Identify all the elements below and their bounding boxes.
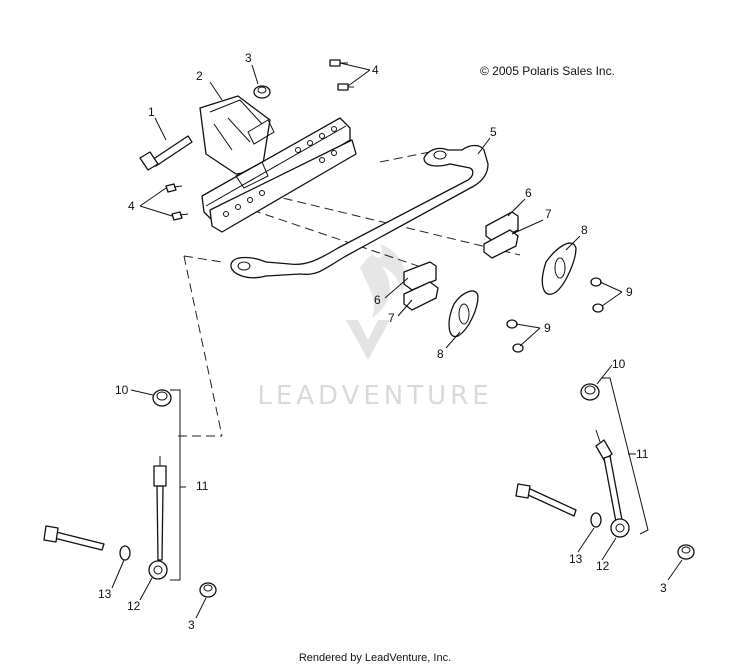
screws-part-4-left <box>165 183 189 221</box>
leadventure-watermark: LEADVENTURE <box>257 244 492 411</box>
callout-3-top: 3 <box>245 51 252 65</box>
footer-rendered-by: Rendered by LeadVenture, Inc. <box>298 652 452 664</box>
callout-8-upper: 8 <box>581 223 588 237</box>
callout-9-middle: 9 <box>544 321 551 335</box>
leader-lines <box>111 62 683 619</box>
callout-10-right: 10 <box>612 357 626 371</box>
bushing-set-middle <box>403 261 524 353</box>
callout-11-left: 11 <box>196 479 209 493</box>
callout-6-middle: 6 <box>374 293 381 307</box>
nut-part-3-top <box>253 85 271 99</box>
callout-5: 5 <box>490 125 497 139</box>
link-assembly-left <box>43 389 217 598</box>
callout-2: 2 <box>196 69 203 83</box>
copyright-text: © 2005 Polaris Sales Inc. <box>480 64 615 78</box>
link-assembly-right <box>515 383 695 560</box>
bolt-part-1 <box>139 135 193 171</box>
callout-9-upper: 9 <box>626 285 633 299</box>
callout-13-left: 13 <box>98 587 112 601</box>
callout-10-left: 10 <box>115 383 129 397</box>
callout-1: 1 <box>148 105 155 119</box>
callout-12-left: 12 <box>127 599 141 613</box>
screws-part-4-top <box>329 59 354 91</box>
callout-6-upper: 6 <box>525 186 532 200</box>
callout-12-right: 12 <box>596 559 610 573</box>
callout-4-left: 4 <box>128 199 135 213</box>
callout-4-top: 4 <box>372 63 379 77</box>
callout-7-upper: 7 <box>545 207 552 221</box>
callout-13-right: 13 <box>569 552 583 566</box>
callout-11-right: 11 <box>636 447 649 461</box>
callout-8-middle: 8 <box>437 347 444 361</box>
bracket-11-left <box>170 389 181 581</box>
callout-7-middle: 7 <box>388 311 395 325</box>
callout-numbers: 1 2 3 4 4 5 6 7 8 9 6 7 8 9 10 10 11 11 … <box>98 51 667 632</box>
callout-3-left: 3 <box>188 618 195 632</box>
mounting-bracket-part-2 <box>199 95 357 233</box>
watermark-text: LEADVENTURE <box>257 381 492 411</box>
callout-3-right: 3 <box>660 581 667 595</box>
stabilizer-bar-part-5 <box>230 144 489 279</box>
